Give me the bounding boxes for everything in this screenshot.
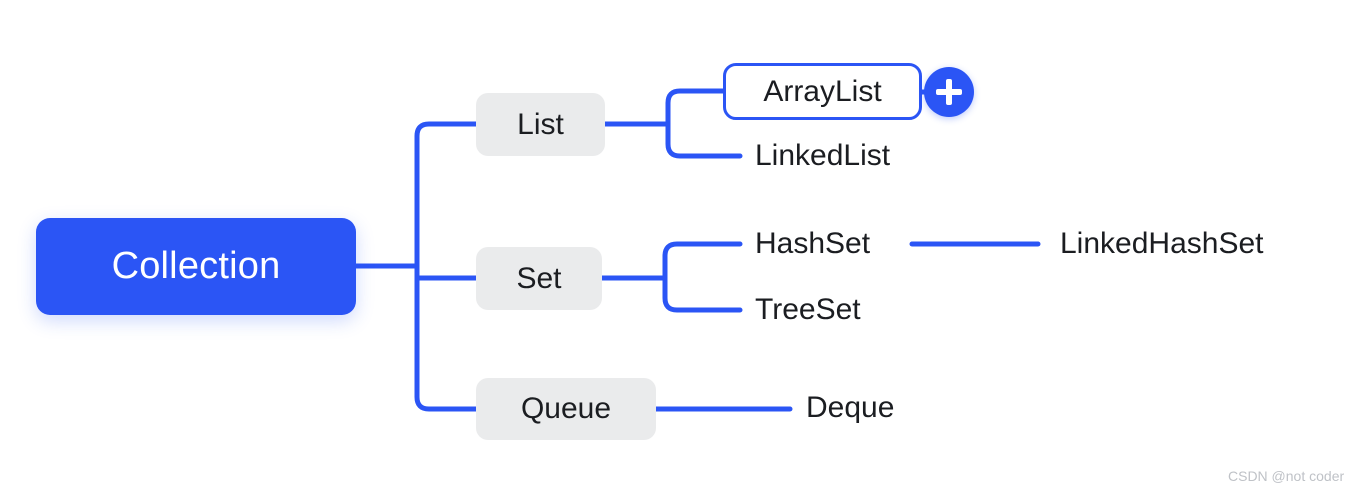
node-set[interactable]: Set — [476, 247, 602, 310]
node-deque[interactable]: Deque — [806, 391, 895, 424]
wire-set-to-hashset — [662, 241, 743, 281]
node-linkedlist[interactable]: LinkedList — [755, 139, 891, 172]
node-hashset[interactable]: HashSet — [755, 227, 871, 260]
plus-icon-vertical-bar — [946, 79, 952, 105]
node-treeset[interactable]: TreeSet — [755, 293, 861, 326]
node-list[interactable]: List — [476, 93, 605, 156]
node-linkedhashset[interactable]: LinkedHashSet — [1060, 227, 1264, 260]
node-collection[interactable]: Collection — [36, 218, 356, 315]
wire-list-to-linkedlist — [665, 121, 743, 159]
wire-trunk-to-queue — [414, 263, 479, 412]
watermark-text: CSDN @not coder — [1228, 468, 1345, 484]
wire-trunk-to-list — [414, 121, 479, 269]
wire-set-to-treeset — [662, 275, 743, 313]
node-arraylist-selected[interactable]: ArrayList — [723, 63, 922, 120]
wire-list-to-arraylist — [665, 88, 726, 127]
node-queue[interactable]: Queue — [476, 378, 656, 440]
add-child-node-button[interactable] — [924, 67, 974, 117]
